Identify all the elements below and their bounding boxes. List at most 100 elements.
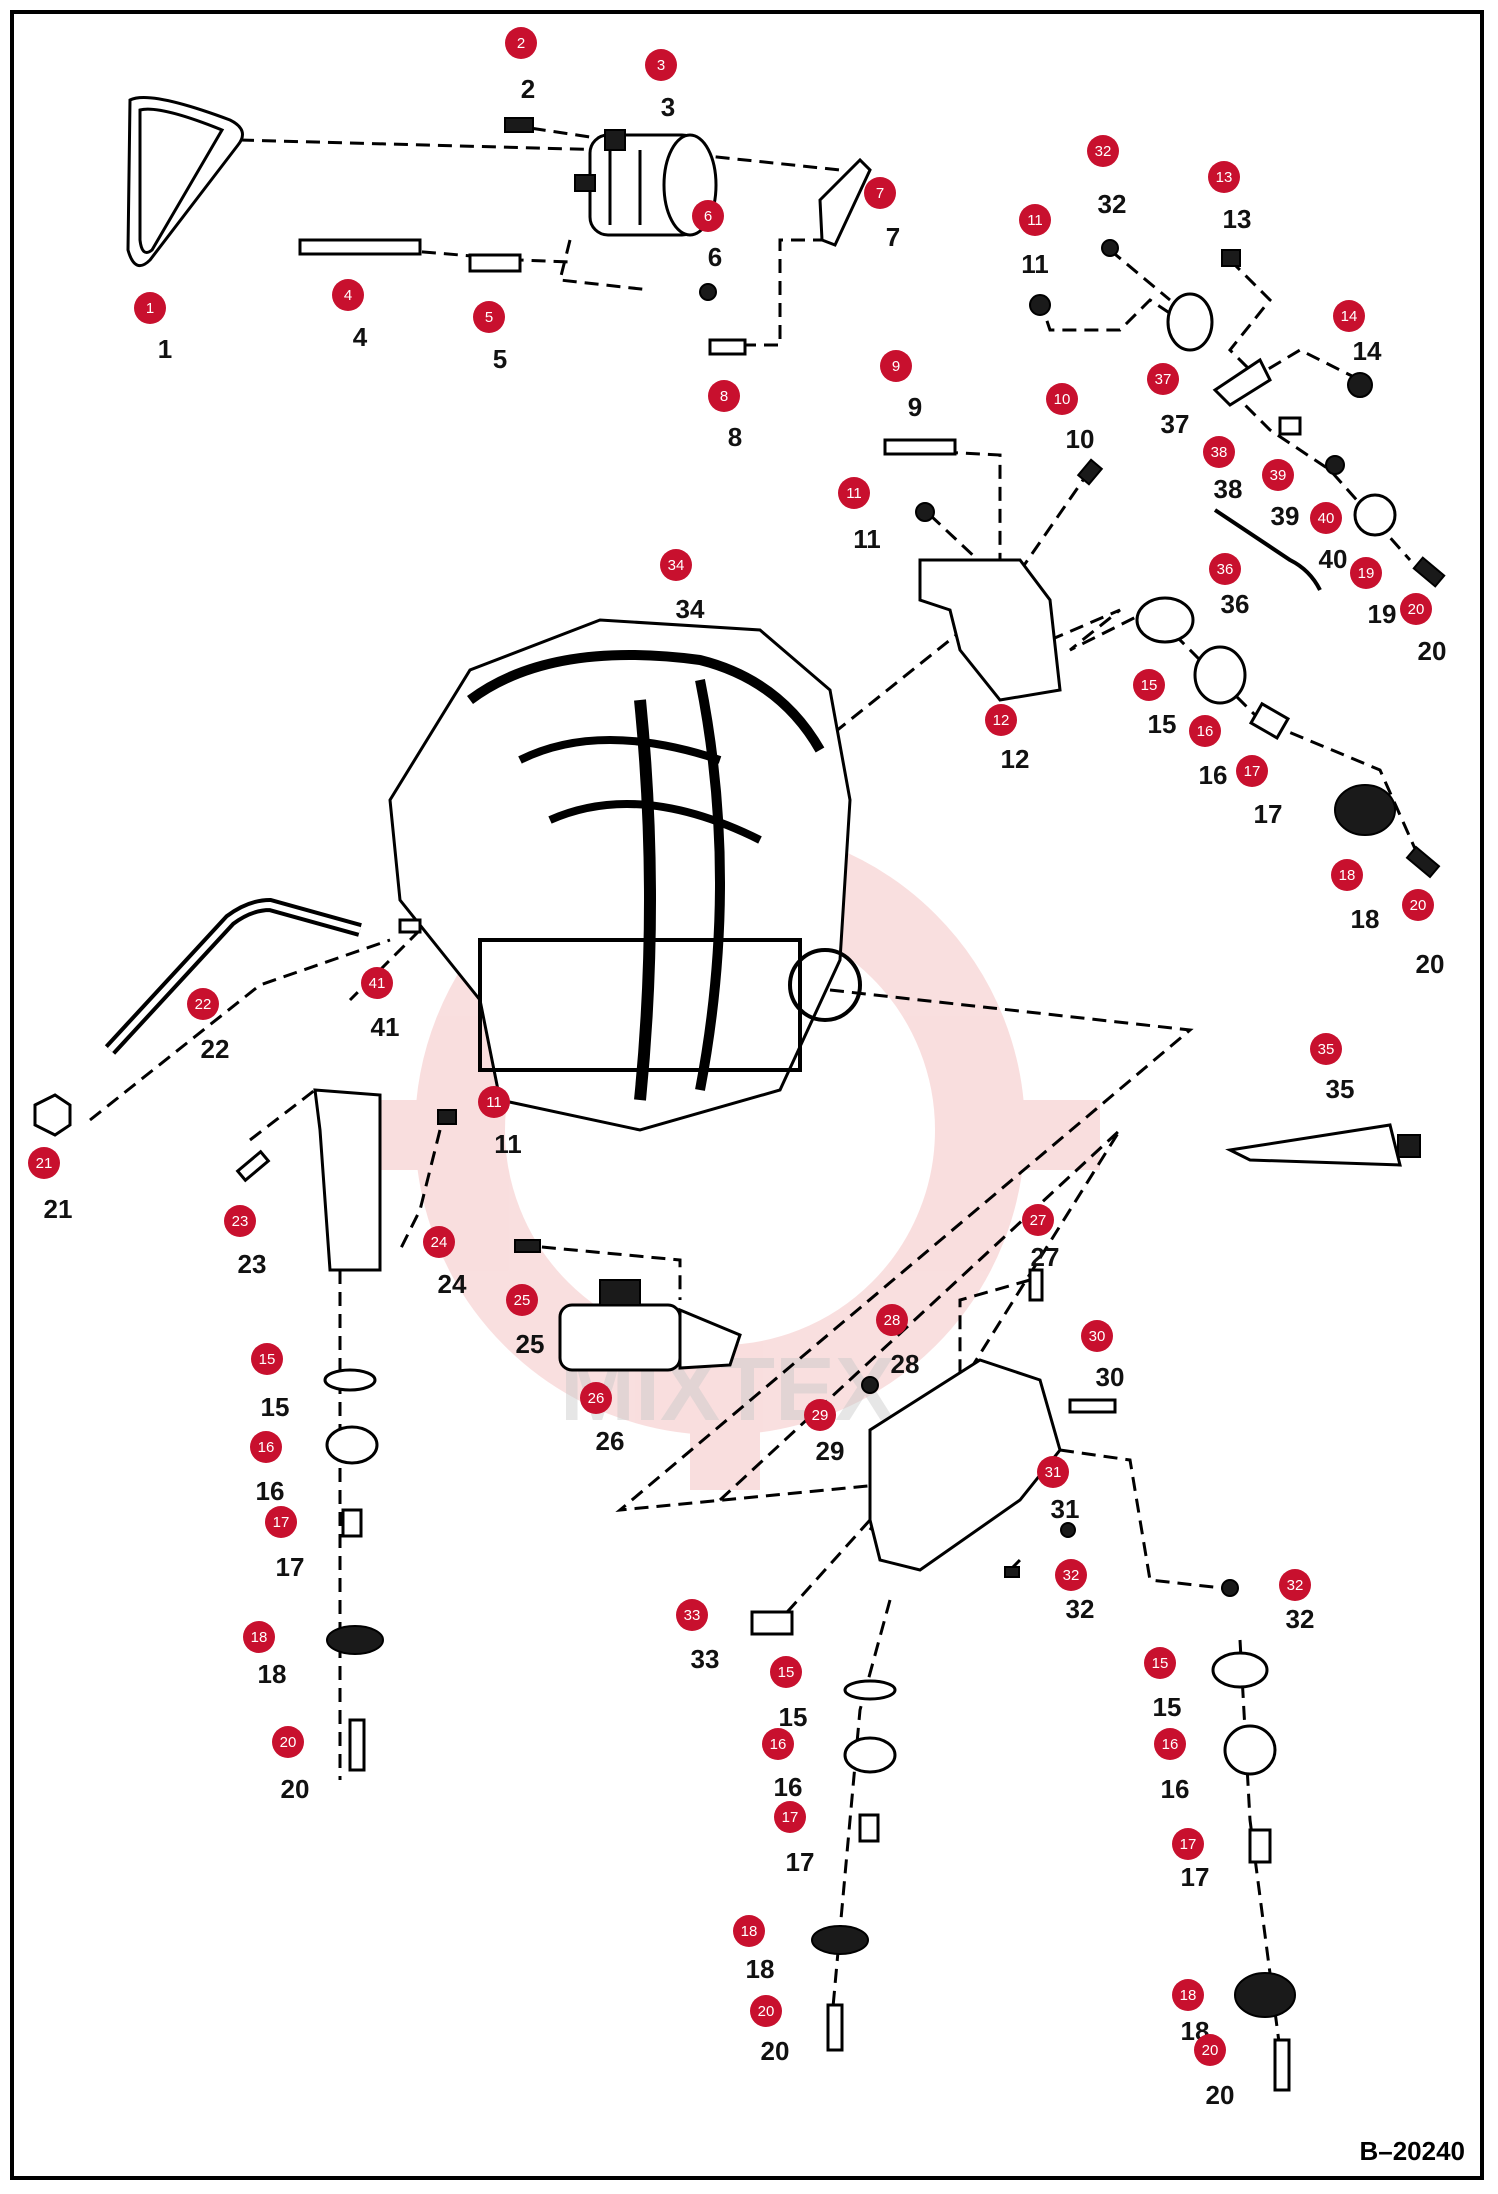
callout-marker-17 <box>265 1506 297 1538</box>
washer-15b-part <box>323 1368 377 1392</box>
part-number-label: 31 <box>1051 1494 1080 1524</box>
callout-marker-label: 20 <box>1410 897 1427 914</box>
callout-marker-label: 27 <box>1030 1212 1047 1229</box>
part-number-label: 15 <box>779 1702 808 1732</box>
sealant-tube-35-part <box>1225 1123 1402 1167</box>
part-number-label: 17 <box>1181 1862 1210 1892</box>
part-number-label: 15 <box>261 1392 290 1422</box>
callout-marker-label: 24 <box>431 1234 448 1251</box>
callout-marker-22 <box>187 988 219 1020</box>
bolt-20a-part <box>1412 556 1446 588</box>
callout-marker-label: 20 <box>758 2003 775 2020</box>
part-number-label: 24 <box>438 1269 467 1299</box>
nut-32b-part <box>1004 1566 1020 1578</box>
callout-marker-11 <box>478 1086 510 1118</box>
part-number-label: 35 <box>1326 1074 1355 1104</box>
callout-marker-14 <box>1333 300 1365 332</box>
part-number-label: 5 <box>493 344 507 374</box>
callout-marker-label: 8 <box>720 388 728 405</box>
callout-marker-24 <box>423 1226 455 1258</box>
callout-marker-label: 3 <box>657 57 665 74</box>
spacer-39-part <box>1278 416 1302 436</box>
nut-32c-part <box>1221 1579 1239 1597</box>
callout-8: 88 <box>708 380 742 452</box>
callout-1: 11 <box>134 292 172 364</box>
callout-marker-label: 17 <box>1244 763 1261 780</box>
callout-7: 77 <box>864 177 900 252</box>
callout-marker-20 <box>272 1726 304 1758</box>
part-number-label: 28 <box>891 1349 920 1379</box>
part-number-label: 13 <box>1223 204 1252 234</box>
part-number-label: 11 <box>494 1129 522 1159</box>
callout-marker-label: 31 <box>1045 1464 1062 1481</box>
callout-6: 66 <box>692 200 724 272</box>
callout-marker-33 <box>676 1599 708 1631</box>
callout-marker-label: 16 <box>1162 1736 1179 1753</box>
callout-marker-17 <box>774 1801 806 1833</box>
callout-marker-label: 40 <box>1318 510 1335 527</box>
callout-marker-label: 33 <box>684 1607 701 1624</box>
callout-marker-label: 18 <box>741 1923 758 1940</box>
callout-marker-32 <box>1279 1569 1311 1601</box>
callout-marker-40 <box>1310 502 1342 534</box>
callout-marker-label: 32 <box>1287 1577 1304 1594</box>
callout-marker-label: 22 <box>195 996 212 1013</box>
part-number-label: 15 <box>1148 709 1177 739</box>
callout-marker-label: 18 <box>1180 1987 1197 2004</box>
callout-marker-11 <box>838 477 870 509</box>
reference-code: B–20240 <box>1359 2136 1465 2166</box>
block-33-part <box>750 1610 794 1636</box>
callout-marker-label: 20 <box>1202 2042 1219 2059</box>
bolt-9-part <box>883 438 957 456</box>
housing-29-part <box>868 1358 1062 1572</box>
callout-marker-2 <box>505 27 537 59</box>
callout-marker-21 <box>28 1147 60 1179</box>
long-bolt-4-part <box>298 238 422 256</box>
bolt-25-part <box>514 1239 541 1253</box>
part-number-label: 11 <box>853 524 881 554</box>
callout-marker-label: 13 <box>1216 169 1233 186</box>
part-number-label: 20 <box>1418 636 1447 666</box>
callout-marker-32 <box>1087 135 1119 167</box>
callout-marker-35 <box>1310 1033 1342 1065</box>
part-number-label: 20 <box>1206 2080 1235 2110</box>
callout-marker-34 <box>660 549 692 581</box>
mount-16a-part <box>1193 645 1247 705</box>
callout-marker-label: 11 <box>1027 212 1043 229</box>
callout-marker-29 <box>804 1399 836 1431</box>
callout-marker-17 <box>1172 1828 1204 1860</box>
nut-11a-part <box>915 502 935 522</box>
sleeve-17b-part <box>341 1508 363 1538</box>
part-number-label: 16 <box>774 1772 803 1802</box>
mount-18c-part <box>811 1925 869 1955</box>
callout-marker-38 <box>1203 436 1235 468</box>
callout-marker-3 <box>645 49 677 81</box>
callout-marker-label: 26 <box>588 1390 605 1407</box>
callout-marker-18 <box>243 1621 275 1653</box>
part-number-label: 17 <box>276 1552 305 1582</box>
callout-24: 24 24 <box>423 1226 467 1299</box>
callout-marker-label: 5 <box>485 309 493 326</box>
callout-marker-12 <box>985 704 1017 736</box>
bolt-2-part <box>504 117 534 133</box>
callout-marker-6 <box>692 200 724 232</box>
callout-marker-16 <box>250 1431 282 1463</box>
callout-marker-11 <box>1019 204 1051 236</box>
callout-marker-19 <box>1350 557 1382 589</box>
bolt-10-part <box>1076 458 1104 486</box>
part-number-label: 6 <box>708 242 722 272</box>
